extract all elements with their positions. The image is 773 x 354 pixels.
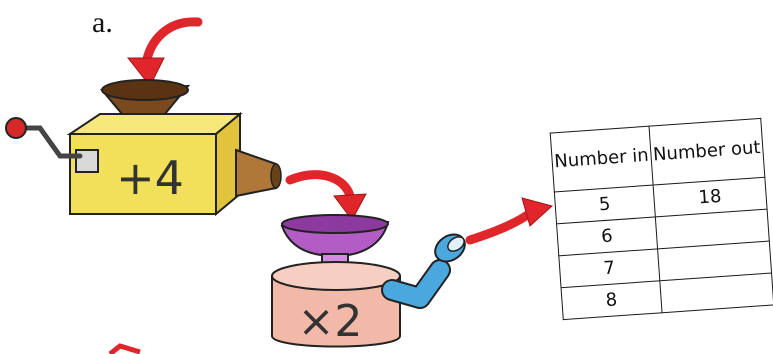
multiply-two-machine: ×2 — [272, 215, 470, 347]
partial-next-arrow-icon — [110, 346, 140, 354]
machine-2-operation: ×2 — [298, 296, 363, 347]
machine-1-operation: +4 — [116, 151, 184, 205]
output-arrowhead-icon — [522, 198, 552, 226]
transfer-arrow-icon — [290, 175, 350, 196]
output-arrow-icon — [470, 212, 532, 240]
number-in-cell: 8 — [561, 281, 662, 320]
column-header-number-in: Number in — [550, 126, 653, 192]
input-output-table: Number in Number out 5 18 6 7 8 — [550, 118, 773, 320]
add-four-machine: +4 — [6, 80, 281, 214]
input-output-table-container: Number in Number out 5 18 6 7 8 — [550, 118, 773, 320]
column-header-number-out: Number out — [649, 118, 765, 185]
